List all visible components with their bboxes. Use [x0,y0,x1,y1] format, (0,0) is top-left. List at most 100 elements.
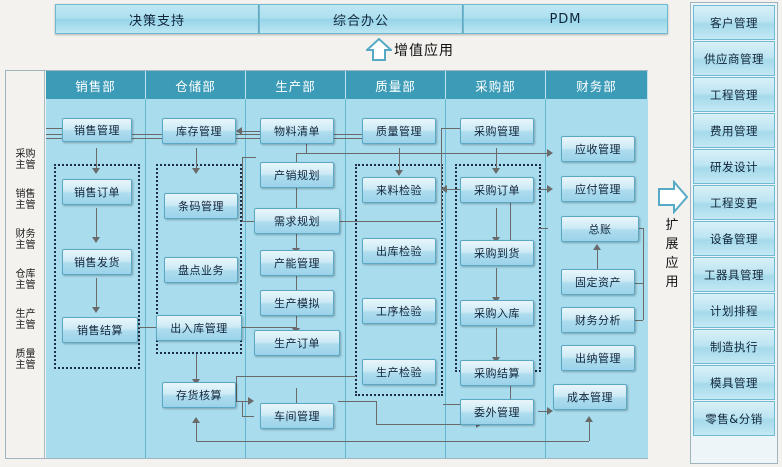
connector-line [589,419,590,441]
extension-item-retail-distribution[interactable]: 零售&分销 [693,401,775,436]
connector-line [242,157,243,221]
connector-line [538,228,548,229]
node-cost-management[interactable]: 成本管理 [553,384,627,410]
node-outbound-inspection[interactable]: 出库检验 [362,238,436,264]
connector-line [236,376,356,377]
connector-line [196,354,197,382]
node-receivables-management[interactable]: 应收管理 [561,136,635,162]
connector-line [96,208,97,240]
node-purchase-order[interactable]: 采购订单 [460,177,534,203]
connector-arrow-down [395,170,403,176]
node-process-inspection[interactable]: 工序检验 [362,298,436,324]
node-stocktaking-business[interactable]: 盘点业务 [164,257,238,283]
department-matrix: 采购 主管 销售 主管 财务 主管 仓库 主管 生产 主管 质量 主管 [5,70,648,459]
role-line-2: 主管 [15,280,36,291]
node-purchase-receipt[interactable]: 采购入库 [460,300,534,326]
extension-item-manufacturing-execution[interactable]: 制造执行 [693,329,775,364]
connector-line [338,221,441,222]
arrow-right-icon [658,179,689,215]
node-demand-planning[interactable]: 需求规划 [254,208,340,234]
connector-line [399,148,400,172]
connector-line [296,228,297,250]
connector-arrow-left [441,185,447,193]
node-financial-analysis[interactable]: 财务分析 [561,307,635,333]
connector-line [236,401,250,402]
node-production-sales-planning[interactable]: 产销规划 [260,162,334,188]
connector-line [496,268,497,300]
connector-arrow-down [192,168,200,174]
connector-line [296,388,297,410]
connector-arrow-left [236,127,242,135]
connector-line [643,228,644,320]
node-outsourcing-management[interactable]: 委外管理 [460,399,534,425]
node-bill-of-materials[interactable]: 物料清单 [260,118,334,144]
group-box-warehouse [156,164,242,354]
connector-line [441,128,442,221]
extension-item-supplier-management[interactable]: 供应商管理 [693,41,775,76]
role-line-1: 财务 [15,229,36,240]
role-line-2: 主管 [15,360,36,371]
column-header-purchasing: 采购部 [446,71,546,99]
role-label-finance: 财务 主管 [6,229,45,251]
node-general-ledger[interactable]: 总账 [561,216,639,242]
top-tab-pdm[interactable]: PDM [463,4,668,34]
connector-arrow-down [492,168,500,174]
node-barcode-management[interactable]: 条码管理 [164,193,238,219]
extension-item-project-management[interactable]: 工程管理 [693,77,775,112]
extension-item-equipment-management[interactable]: 设备管理 [693,221,775,256]
extension-item-tooling-management[interactable]: 工器具管理 [693,257,775,292]
top-tab-decision-support[interactable]: 决策支持 [55,4,259,34]
connector-arrow-right [547,407,553,415]
node-purchase-settlement[interactable]: 采购结算 [460,360,534,386]
connector-line [96,148,97,170]
node-incoming-inspection[interactable]: 来料检验 [362,177,436,203]
node-inbound-outbound-management[interactable]: 出入库管理 [156,315,242,341]
extension-item-customer-management[interactable]: 客户管理 [693,5,775,40]
role-label-sales: 销售 主管 [6,189,45,211]
node-inventory-accounting[interactable]: 存货核算 [162,382,236,408]
ext-char-4: 用 [665,275,679,290]
connector-arrow-right [547,185,553,193]
connector-line [338,401,376,402]
arrow-up-icon [366,38,392,61]
connector-line [296,308,297,330]
connector-line [196,148,197,170]
extension-item-expense-management[interactable]: 费用管理 [693,113,775,148]
node-cashier-management[interactable]: 出纳管理 [561,345,635,371]
connector-line [242,416,254,417]
connector-line [242,401,243,416]
node-inventory-management[interactable]: 库存管理 [162,118,236,144]
connector-line [538,411,548,412]
node-production-order[interactable]: 生产订单 [254,330,340,356]
department-columns: 销售部 仓储部 生产部 质量部 采购部 财务部 [46,71,648,458]
node-sales-settlement[interactable]: 销售结算 [62,317,138,343]
node-payables-management[interactable]: 应付管理 [561,176,635,202]
node-purchase-arrival[interactable]: 采购到货 [460,240,534,266]
connector-line [196,441,589,442]
node-production-inspection[interactable]: 生产检验 [362,359,436,385]
node-purchase-management[interactable]: 采购管理 [460,118,534,144]
top-tab-office[interactable]: 综合办公 [259,4,463,34]
connector-line [376,424,478,425]
extension-item-mold-management[interactable]: 模具管理 [693,365,775,400]
node-sales-delivery[interactable]: 销售发货 [62,249,132,275]
node-quality-management[interactable]: 质量管理 [362,118,436,144]
connector-arrow-down [92,168,100,174]
extension-item-engineering-change[interactable]: 工程变更 [693,185,775,220]
connector-line [496,148,497,170]
node-production-simulation[interactable]: 生产模拟 [260,290,334,316]
node-capacity-management[interactable]: 产能管理 [260,250,334,276]
column-header-quality: 质量部 [346,71,446,99]
extension-item-rd-design[interactable]: 研发设计 [693,149,775,184]
connector-arrow-right [248,397,254,405]
connector-arrow-right [547,149,553,157]
node-workshop-management[interactable]: 车间管理 [260,403,334,429]
connector-arrow-down [92,307,100,313]
node-fixed-assets[interactable]: 固定资产 [561,269,635,295]
column-header-production: 生产部 [246,71,346,99]
extension-item-planning-scheduling[interactable]: 计划排程 [693,293,775,328]
connector-line [638,228,644,229]
node-sales-order[interactable]: 销售订单 [62,179,132,205]
node-sales-management[interactable]: 销售管理 [62,118,132,142]
